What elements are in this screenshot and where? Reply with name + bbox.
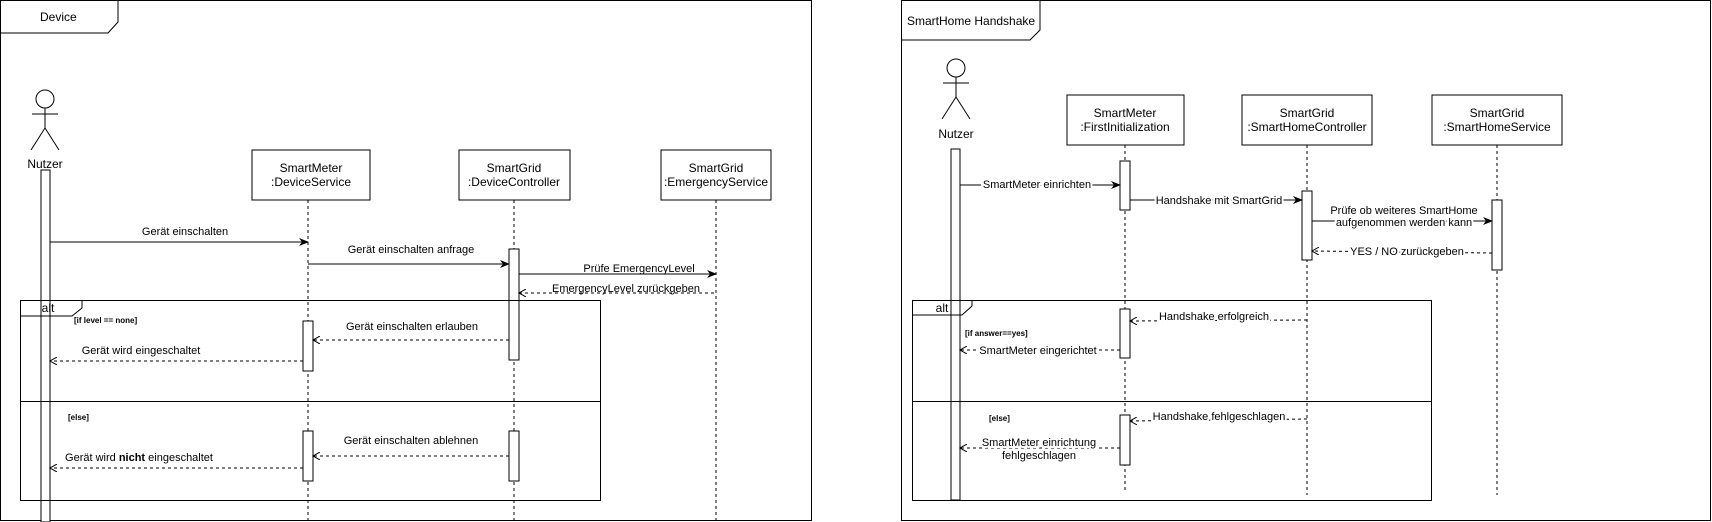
svg-text::EmergencyService: :EmergencyService xyxy=(664,175,768,189)
device-alt-label: alt xyxy=(42,301,55,315)
handshake-actor-label: Nutzer xyxy=(938,127,973,141)
device-actor-activation xyxy=(40,169,51,522)
handshake-diagram: SmartHome Handshake Nutzer SmartMeter :F… xyxy=(901,0,1711,521)
handshake-activation-firstinit-3 xyxy=(1119,414,1131,466)
device-activation-service-1 xyxy=(302,320,314,372)
handshake-activation-firstinit-2 xyxy=(1119,308,1131,359)
device-participant-devicecontroller: SmartGrid :DeviceController xyxy=(458,149,571,201)
svg-text::DeviceController: :DeviceController xyxy=(468,175,560,189)
device-participant-deviceservice: SmartMeter :DeviceService xyxy=(251,149,371,201)
handshake-msg-eingerichtet-label: SmartMeter eingerichtet xyxy=(979,345,1096,357)
device-msg-anfrage-label: Gerät einschalten anfrage xyxy=(348,244,475,256)
handshake-frame-title-tab xyxy=(901,0,1041,41)
svg-text:SmartGrid: SmartGrid xyxy=(487,161,542,175)
handshake-msg-pruefe-label-1: Prüfe ob weiteres SmartHome xyxy=(1330,205,1477,217)
device-msg-pruefe-emergency-label: Prüfe EmergencyLevel xyxy=(583,263,694,275)
device-alt-guard-1: [if level == none] xyxy=(74,316,137,325)
device-msg-nicht-eingeschaltet-label: Gerät wird nicht eingeschaltet xyxy=(65,452,213,464)
svg-text::FirstInitialization: :FirstInitialization xyxy=(1080,120,1169,134)
device-msg-geraet-einschalten-label: Gerät einschalten xyxy=(142,226,228,238)
handshake-activation-firstinit xyxy=(1119,160,1131,211)
handshake-msg-yes-no xyxy=(1312,251,1493,253)
handshake-msg-einrichtung-fehlgeschlagen-label-2: fehlgeschlagen xyxy=(1002,450,1076,462)
handshake-alt-fragment xyxy=(912,300,1432,501)
svg-text:SmartMeter: SmartMeter xyxy=(280,161,343,175)
handshake-msg-erfolgreich-label: Handshake erfolgreich xyxy=(1159,311,1269,323)
handshake-msg-einrichten-label: SmartMeter einrichten xyxy=(983,179,1091,191)
device-activation-controller-2 xyxy=(508,430,520,482)
device-participant-emergencyservice: SmartGrid :EmergencyService xyxy=(660,149,772,201)
handshake-alt-label: alt xyxy=(936,301,949,315)
device-frame xyxy=(0,0,812,521)
handshake-alt-guard-1: [if answer==yes] xyxy=(965,329,1028,338)
svg-text:SmartMeter: SmartMeter xyxy=(1094,106,1157,120)
handshake-frame xyxy=(901,0,1711,521)
svg-text::DeviceService: :DeviceService xyxy=(271,175,351,189)
device-alt-guard-2: [else] xyxy=(68,413,89,422)
device-msg-ablehnen-label: Gerät einschalten ablehnen xyxy=(344,435,479,447)
device-msg-erlauben-label: Gerät einschalten erlauben xyxy=(346,321,478,333)
device-alt-tab xyxy=(20,300,83,317)
device-msg-wird-eingeschaltet-label: Gerät wird eingeschaltet xyxy=(82,345,201,357)
handshake-msg-yes-no-label: YES / NO zurückgeben xyxy=(1350,246,1464,258)
handshake-actor-nutzer xyxy=(941,58,971,120)
device-alt-fragment xyxy=(20,300,601,501)
device-diagram: Device Nutzer SmartMeter :DeviceService … xyxy=(0,0,812,522)
handshake-participant-firstinit: SmartMeter :FirstInitialization xyxy=(1066,94,1185,146)
handshake-msg-handshake-label: Handshake mit SmartGrid xyxy=(1156,195,1283,207)
handshake-activation-service xyxy=(1491,199,1503,271)
handshake-actor-activation xyxy=(950,148,961,501)
handshake-msg-einrichtung-fehlgeschlagen-label-1: SmartMeter einrichtung xyxy=(982,437,1096,449)
device-msg-emergency-return-label: EmergencyLevel zurückgeben xyxy=(552,283,700,295)
device-actor-label: Nutzer xyxy=(27,157,62,171)
device-activation-service-2 xyxy=(302,430,314,482)
handshake-alt-tab xyxy=(912,300,973,316)
handshake-alt-guard-2: [else] xyxy=(989,414,1010,423)
handshake-participant-controller: SmartGrid :SmartHomeController xyxy=(1241,94,1373,146)
handshake-frame-title: SmartHome Handshake xyxy=(907,14,1035,28)
device-frame-title: Device xyxy=(40,10,77,24)
handshake-msg-fehlgeschlagen-label: Handshake fehlgeschlagen xyxy=(1153,411,1286,423)
svg-text:SmartGrid: SmartGrid xyxy=(1280,106,1335,120)
svg-text:SmartGrid: SmartGrid xyxy=(1470,106,1525,120)
svg-text:SmartGrid: SmartGrid xyxy=(689,161,744,175)
device-frame-title-tab xyxy=(0,0,119,34)
device-actor-nutzer xyxy=(30,89,60,151)
svg-text::SmartHomeController: :SmartHomeController xyxy=(1247,120,1366,134)
device-activation-controller xyxy=(508,248,520,361)
handshake-msg-pruefe-label-2: aufgenommen werden kann xyxy=(1336,217,1472,229)
svg-text::SmartHomeService: :SmartHomeService xyxy=(1443,120,1551,134)
handshake-activation-controller xyxy=(1301,190,1313,261)
handshake-participant-service: SmartGrid :SmartHomeService xyxy=(1431,94,1563,146)
